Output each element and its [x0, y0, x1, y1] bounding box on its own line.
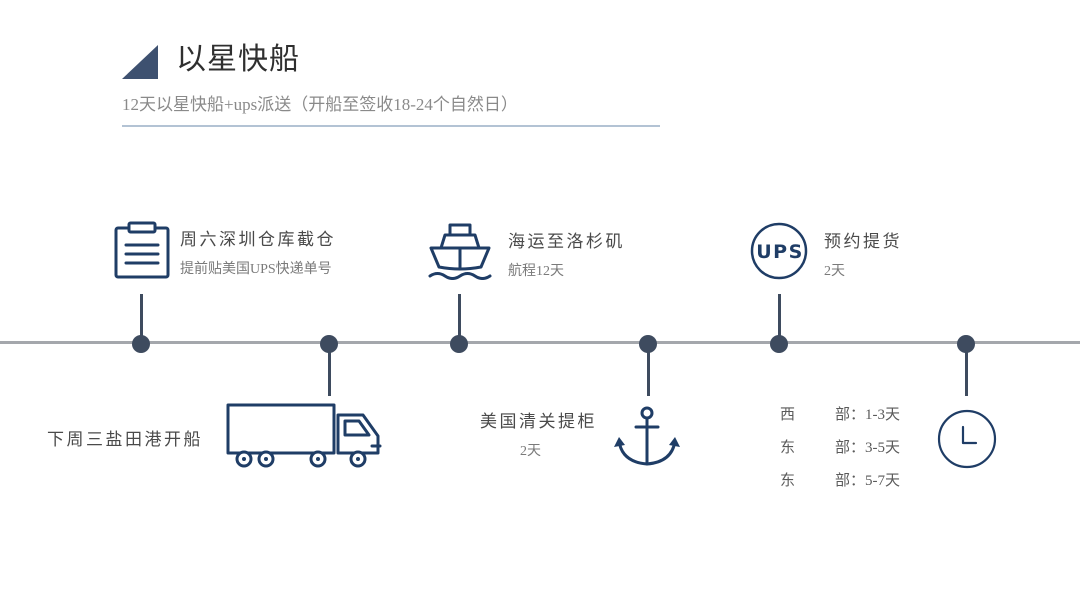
timeline-stem [777, 294, 781, 344]
delivery-region-label: 西 [780, 407, 796, 423]
delivery-region-label: 东 [780, 473, 796, 489]
timeline-stem [139, 294, 143, 344]
timeline-dot [770, 335, 788, 353]
delivery-region-days: 部：3-5天 [835, 440, 900, 456]
timeline-stem [964, 344, 968, 396]
step-detail-ocean-shipping: 航程12天 [508, 264, 564, 279]
delivery-region-days: 部：5-7天 [835, 473, 900, 489]
step-title-ocean-shipping: 海运至洛杉矶 [508, 232, 625, 251]
timeline-line [0, 341, 1080, 344]
step-title-warehouse-cutoff: 周六深圳仓库截仓 [180, 230, 336, 249]
ship-icon [428, 223, 492, 280]
timeline-dot [132, 335, 150, 353]
step-title-customs: 美国清关提柜 [480, 412, 597, 431]
step-detail-warehouse-cutoff: 提前贴美国UPS快递单号 [180, 262, 332, 277]
timeline-stem [646, 344, 650, 396]
anchor-icon [614, 406, 680, 466]
timeline-dot [957, 335, 975, 353]
ups-logo-text: UPS [756, 241, 804, 263]
step-detail-pickup: 2天 [824, 264, 845, 279]
page-title: 以星快船 [176, 43, 300, 76]
step-detail-customs: 2天 [520, 444, 541, 459]
timeline-stem [327, 344, 331, 396]
clipboard-icon [114, 221, 170, 279]
clock-icon [937, 409, 997, 469]
timeline-dot [639, 335, 657, 353]
delivery-region-days: 部：1-3天 [835, 407, 900, 423]
subtitle-underline [122, 125, 660, 127]
title-triangle-icon [122, 45, 158, 79]
step-title-departure: 下周三盐田港开船 [47, 430, 203, 449]
truck-icon [226, 403, 382, 468]
timeline-dot [320, 335, 338, 353]
timeline-dot [450, 335, 468, 353]
step-title-pickup: 预约提货 [824, 232, 902, 251]
ups-icon: UPS [750, 222, 808, 280]
timeline-stem [457, 294, 461, 344]
page-subtitle: 12天以星快船+ups派送（开船至签收18-24个自然日） [122, 95, 518, 114]
delivery-region-label: 东 [780, 440, 796, 456]
